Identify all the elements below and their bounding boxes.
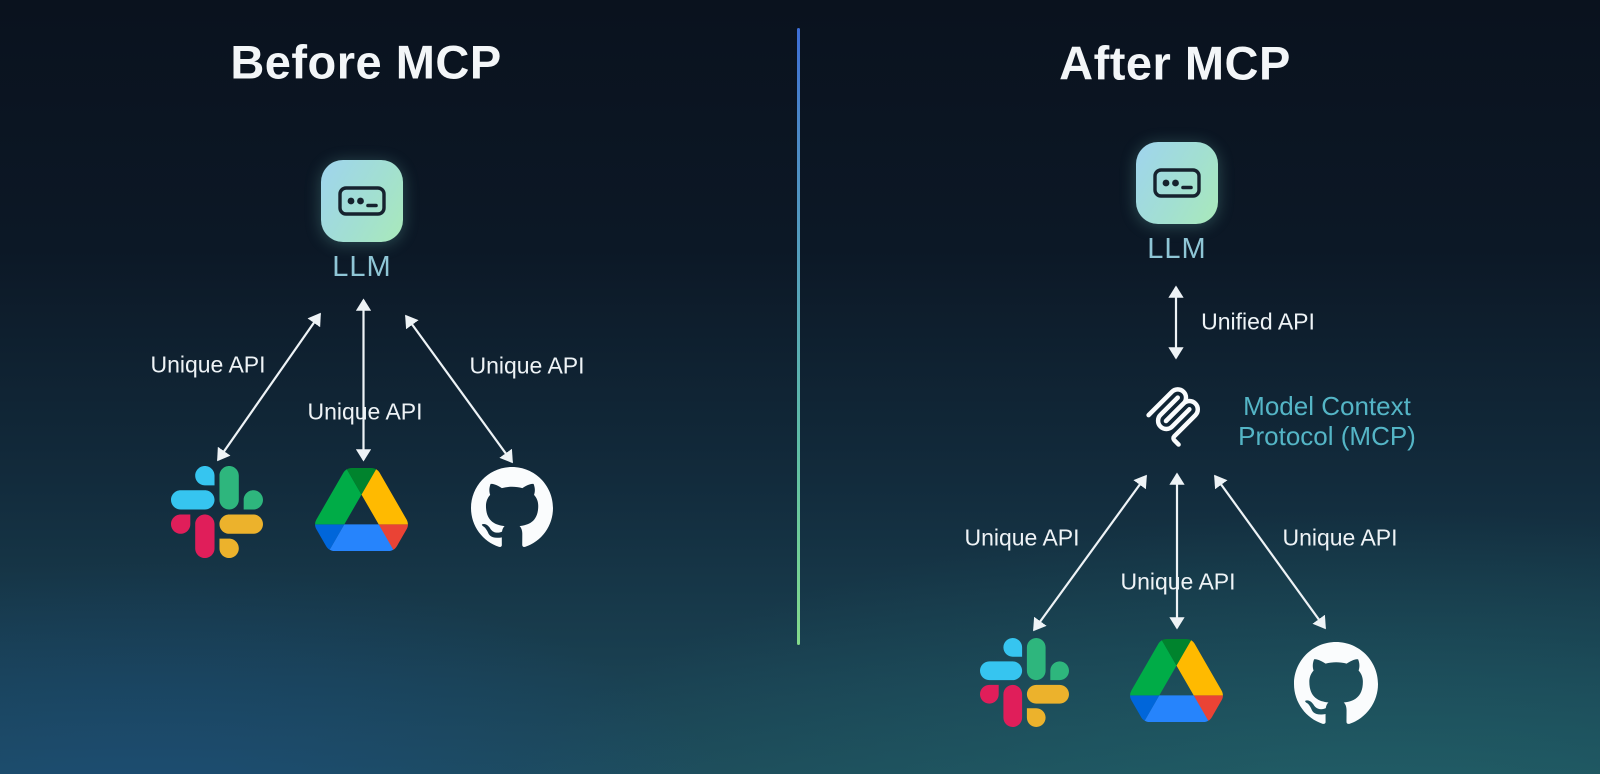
mcp-label-line1: Model Context [1243, 391, 1411, 421]
slack-icon [171, 466, 263, 558]
after-mcp-slack-arrow [1033, 474, 1147, 632]
unique-api-label: Unique API [469, 352, 585, 379]
panel-divider [797, 28, 800, 645]
mcp-logo-icon [1140, 375, 1207, 455]
before-llm-slack-arrow [217, 312, 321, 462]
unique-api-label: Unique API [1120, 568, 1236, 595]
before-llm-github-arrow [405, 314, 513, 464]
llm-label: LLM [332, 251, 392, 283]
llm-label: LLM [1147, 233, 1207, 265]
mcp-label: Model Context Protocol (MCP) [1238, 391, 1416, 451]
after-mcp-github-arrow [1214, 474, 1326, 630]
unique-api-label: Unique API [1282, 524, 1398, 551]
before-mcp-title: Before MCP [230, 35, 502, 89]
before-llm-node: LLM [321, 160, 403, 284]
llm-icon [321, 160, 403, 242]
unique-api-label: Unique API [150, 351, 266, 378]
llm-chip-icon [1153, 168, 1201, 198]
unified-api-label: Unified API [1201, 308, 1315, 335]
after-llm-node: LLM [1136, 142, 1218, 266]
llm-icon [1136, 142, 1218, 224]
llm-chip-icon [338, 186, 386, 216]
github-icon [1294, 642, 1378, 726]
github-icon [471, 467, 553, 549]
unique-api-label: Unique API [307, 398, 423, 425]
google-drive-icon [315, 468, 408, 551]
slack-icon [980, 638, 1069, 727]
unique-api-label: Unique API [964, 524, 1080, 551]
after-mcp-title: After MCP [1059, 36, 1291, 90]
google-drive-icon [1130, 639, 1223, 722]
mcp-label-line2: Protocol (MCP) [1238, 421, 1416, 451]
